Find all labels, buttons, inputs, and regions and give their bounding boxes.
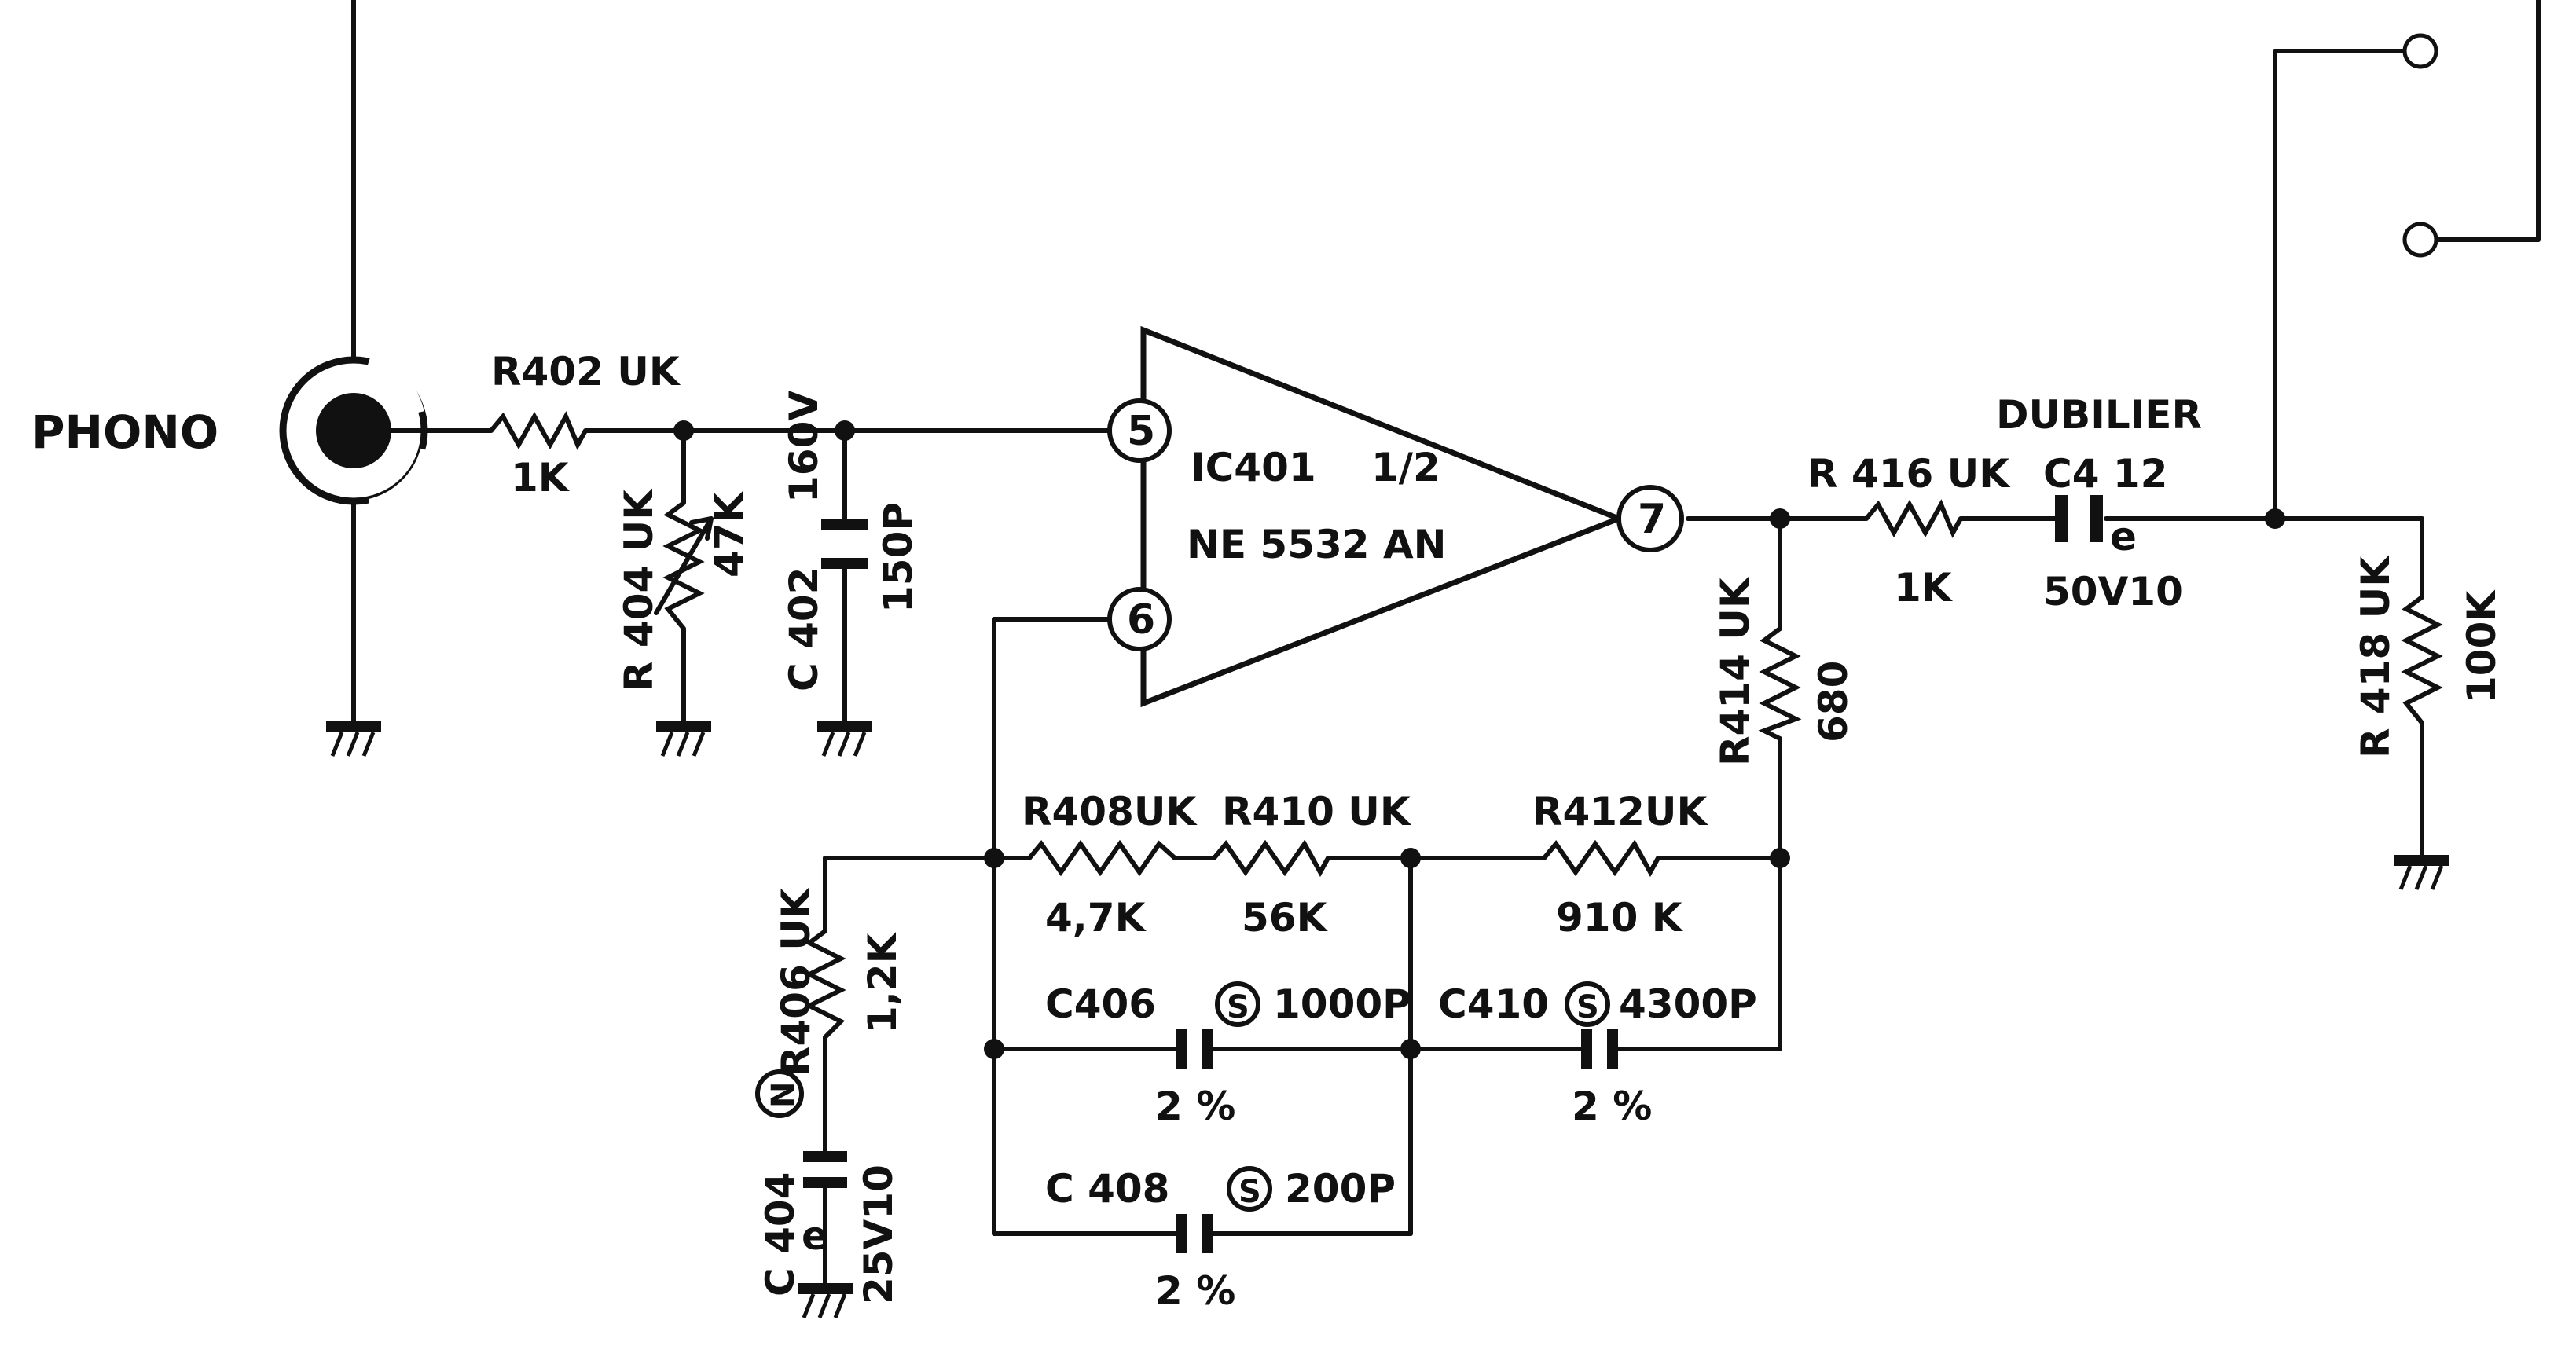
r418-ref: R 418 UK <box>2353 555 2398 758</box>
c402-value: 150P <box>875 502 921 613</box>
c410-tolerance: 2 % <box>1572 1084 1652 1129</box>
r416-ref: R 416 UK <box>1807 451 2011 497</box>
r406-resistor <box>804 929 846 1040</box>
junction-dot <box>2265 508 2285 529</box>
c404-mark-circle <box>755 1069 804 1118</box>
r402-resistor <box>489 411 588 450</box>
ground-icon <box>2394 855 2449 890</box>
r418-value: 100K <box>2459 589 2504 703</box>
ic-pin-5-circle <box>1107 398 1172 463</box>
ic-pin-5: 5 <box>1127 408 1155 455</box>
junction-dot <box>1770 848 1790 868</box>
r406-ref: R406 UK <box>773 886 819 1076</box>
c410-mark-circle <box>1565 981 1610 1027</box>
c404-ref: C 404 <box>758 1172 803 1296</box>
junction-dot <box>1770 508 1790 529</box>
c402-ref: C 402 <box>781 567 827 691</box>
ground-icon <box>817 721 872 757</box>
c406-capacitor <box>1176 1029 1213 1069</box>
c406-tolerance: 2 % <box>1155 1084 1235 1129</box>
c412-maker: DUBILIER <box>1996 392 2202 438</box>
r412-ref: R412UK <box>1532 789 1708 834</box>
r408-value: 4,7K <box>1045 895 1147 941</box>
c412-value: 50V10 <box>2043 569 2183 614</box>
c402-capacitor <box>821 519 868 569</box>
switch-contact-lower <box>2402 222 2438 258</box>
r402-value: 1K <box>511 455 571 501</box>
junction-dot <box>673 420 694 441</box>
wires <box>351 0 2541 1287</box>
c408-capacitor <box>1176 1214 1213 1253</box>
c406-mark: S <box>1227 989 1249 1025</box>
c410-mark: S <box>1576 989 1599 1025</box>
op-amp-triangle <box>1140 325 1627 708</box>
r416-resistor <box>1864 499 1963 538</box>
ground-symbols <box>326 721 2449 1318</box>
junction-dot <box>984 1039 1004 1059</box>
c410-value: 4300P <box>1619 981 1757 1027</box>
ground-icon <box>798 1283 853 1318</box>
c408-ref: C 408 <box>1045 1166 1169 1212</box>
c404-capacitor: e <box>802 1151 847 1259</box>
c406-ref: C406 <box>1045 981 1156 1027</box>
ic-pin-6: 6 <box>1127 596 1155 644</box>
switch-contact-upper <box>2402 33 2438 69</box>
ic-pin-7-circle <box>1616 485 1684 552</box>
phono-jack <box>279 354 428 507</box>
junction-dot <box>984 848 1004 868</box>
ic-section: 1/2 <box>1371 445 1440 490</box>
r402-ref: R402 UK <box>491 349 681 394</box>
r408-resistor <box>1027 839 1177 877</box>
c406-mark-circle <box>1215 981 1260 1027</box>
ground-icon <box>656 721 711 757</box>
r406-value: 1,2K <box>860 931 905 1033</box>
c408-value: 200P <box>1285 1166 1396 1212</box>
r410-ref: R410 UK <box>1222 789 1412 834</box>
junction-dot <box>1400 848 1421 868</box>
r414-resistor <box>1758 626 1802 741</box>
c410-ref: C410 <box>1438 981 1549 1027</box>
c408-mark: S <box>1238 1174 1261 1210</box>
r412-resistor <box>1542 839 1660 878</box>
c406-value: 1000P <box>1273 981 1411 1027</box>
ic-pin-7: 7 <box>1638 496 1666 543</box>
r414-value: 680 <box>1811 661 1856 743</box>
r404-ref: R 404 UK <box>616 488 662 691</box>
r416-value: 1K <box>1894 565 1954 611</box>
c408-tolerance: 2 % <box>1155 1268 1235 1314</box>
c404-value: 25V10 <box>856 1164 901 1304</box>
r410-resistor <box>1212 839 1330 878</box>
r418-resistor <box>2401 595 2443 724</box>
junction-dot <box>835 420 855 441</box>
junction-dot <box>1400 1039 1421 1059</box>
c408-mark-circle <box>1227 1166 1272 1212</box>
r414-ref: R414 UK <box>1712 576 1758 766</box>
r404-value: 47K <box>706 490 752 578</box>
junction-dots <box>673 420 2285 1059</box>
phono-label: PHONO <box>31 405 218 459</box>
ic-ref: IC401 <box>1191 445 1316 490</box>
r410-value: 56K <box>1242 895 1329 941</box>
ic-part: NE 5532 AN <box>1187 522 1447 567</box>
r408-ref: R408UK <box>1022 789 1198 834</box>
r404-resistor <box>662 501 705 630</box>
c404-mark: N <box>765 1082 802 1108</box>
polarity-minus-icon: e <box>802 1213 828 1259</box>
c402-voltage: 160V <box>781 391 827 503</box>
c412-capacitor: e <box>2055 495 2137 559</box>
r412-value: 910 K <box>1556 895 1684 941</box>
polarity-minus-icon: e <box>2110 514 2137 559</box>
ground-icon <box>326 721 381 757</box>
c410-capacitor <box>1581 1029 1618 1069</box>
ic-pin-6-circle <box>1107 587 1172 651</box>
c412-ref: C4 12 <box>2043 451 2167 497</box>
